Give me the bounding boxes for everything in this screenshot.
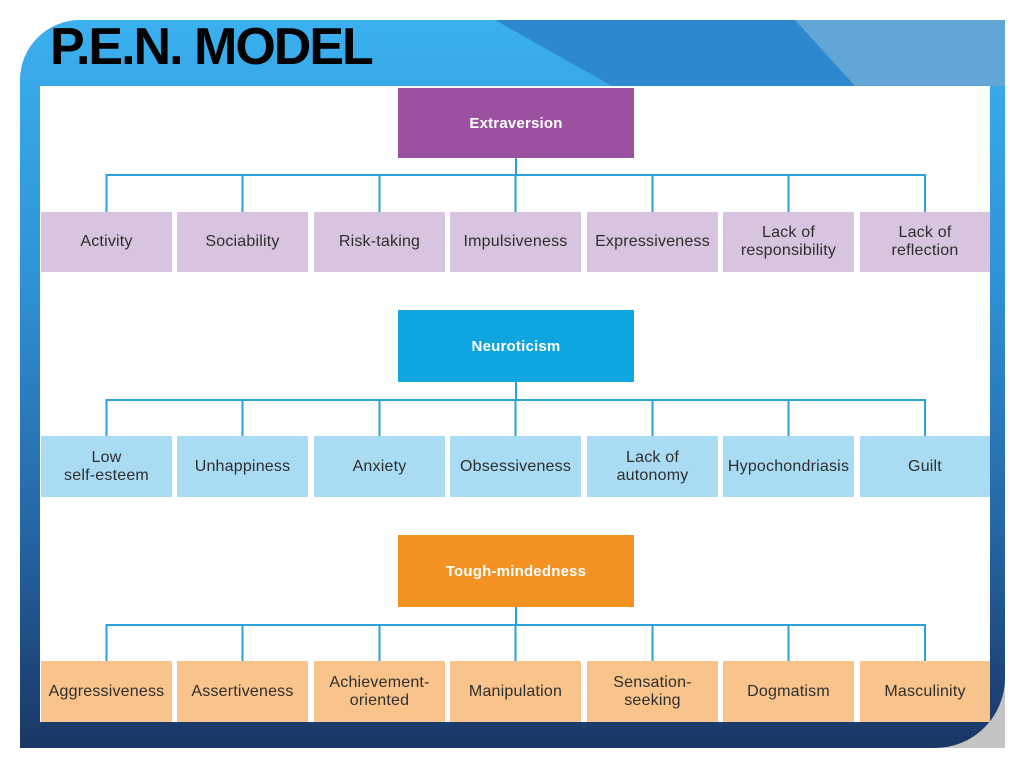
trait-assertiveness: Assertiveness bbox=[177, 661, 308, 722]
neuroticism-label: Neuroticism bbox=[471, 337, 561, 355]
connector-lines bbox=[105, 158, 926, 661]
neuroticism-connector bbox=[105, 382, 926, 436]
tough-mindedness-connector bbox=[105, 607, 926, 661]
trait-activity: Activity bbox=[41, 212, 172, 272]
trait-unhappiness: Unhappiness bbox=[177, 436, 308, 497]
trait-risk-taking: Risk-taking bbox=[314, 212, 445, 272]
tough-mindedness-label: Tough-mindedness bbox=[445, 562, 587, 580]
trait-low-self-esteem: Low self-esteem bbox=[41, 436, 172, 497]
trait-masculinity: Masculinity bbox=[860, 661, 990, 722]
trait-sensation-seeking: Sensation- seeking bbox=[587, 661, 718, 722]
tough-mindedness-box: Tough-mindedness bbox=[398, 535, 634, 607]
trait-obsessiveness: Obsessiveness bbox=[450, 436, 581, 497]
trait-expressiveness: Expressiveness bbox=[587, 212, 718, 272]
trait-hypochondriasis: Hypochondriasis bbox=[723, 436, 854, 497]
trait-lack-of-responsibility: Lack of responsibility bbox=[723, 212, 854, 272]
header-accent-band-light bbox=[795, 20, 1005, 86]
extraversion-label: Extraversion bbox=[469, 114, 563, 132]
extraversion-connector bbox=[105, 158, 926, 212]
extraversion-traits-row: Activity Sociability Risk-taking Impulsi… bbox=[40, 212, 990, 272]
pen-model-diagram: Extraversion Activity Sociability Risk-t… bbox=[40, 86, 990, 722]
trait-dogmatism: Dogmatism bbox=[723, 661, 854, 722]
trait-anxiety: Anxiety bbox=[314, 436, 445, 497]
tough-mindedness-traits-row: Aggressiveness Assertiveness Achievement… bbox=[40, 661, 990, 722]
trait-achievement-oriented: Achievement- oriented bbox=[314, 661, 445, 722]
neuroticism-box: Neuroticism bbox=[398, 310, 634, 382]
trait-guilt: Guilt bbox=[860, 436, 990, 497]
trait-lack-of-autonomy: Lack of autonomy bbox=[587, 436, 718, 497]
trait-impulsiveness: Impulsiveness bbox=[450, 212, 581, 272]
extraversion-box: Extraversion bbox=[398, 88, 634, 158]
trait-manipulation: Manipulation bbox=[450, 661, 581, 722]
trait-sociability: Sociability bbox=[177, 212, 308, 272]
trait-aggressiveness: Aggressiveness bbox=[41, 661, 172, 722]
slide-title: P.E.N. MODEL bbox=[50, 18, 374, 76]
trait-lack-of-reflection: Lack of reflection bbox=[860, 212, 990, 272]
neuroticism-traits-row: Low self-esteem Unhappiness Anxiety Obse… bbox=[40, 436, 990, 497]
